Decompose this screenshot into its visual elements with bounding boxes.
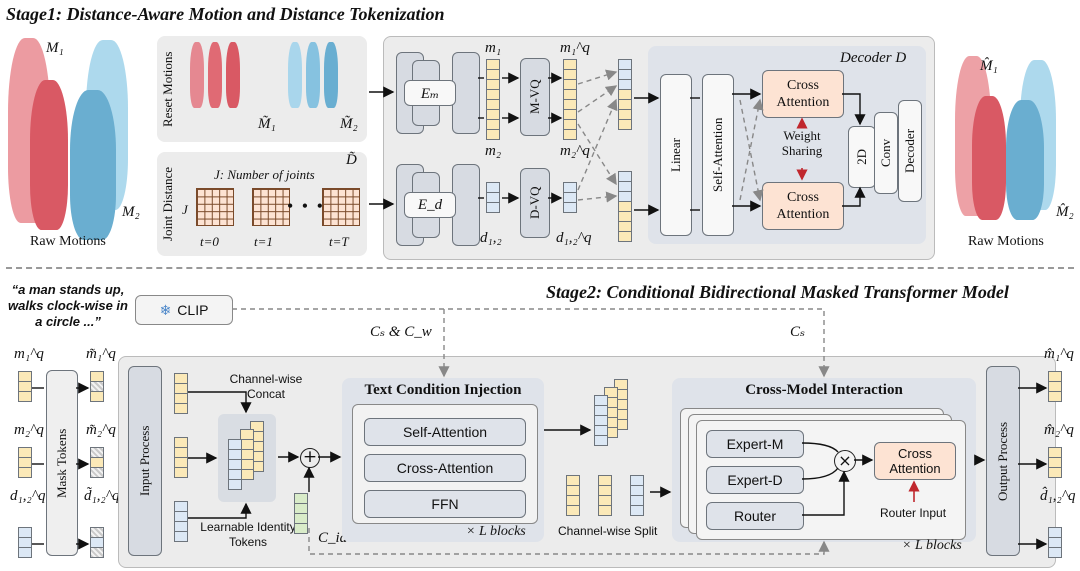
ip-m1-tokens	[174, 373, 188, 414]
m1-token-label: m₁	[485, 40, 502, 56]
combined-tokens-bottom	[618, 171, 632, 242]
d12q-tilde-label: d̃₁,₂^q	[84, 488, 120, 504]
m2-tilde-label: M̃₂	[340, 116, 358, 132]
stage2-title: Stage2: Conditional Bidirectional Masked…	[546, 282, 1009, 302]
m1-tilde-label: M̃₁	[258, 116, 276, 132]
tci-title: Text Condition Injection	[364, 382, 522, 398]
encoder-d: E_d	[404, 192, 456, 218]
m2q-hat-tokens	[1048, 447, 1062, 478]
m1q-tilde-label: m̃₁^q	[86, 346, 116, 362]
s2-m1q-tokens	[18, 371, 32, 402]
expert-d-block: Expert-D	[706, 466, 804, 494]
m2q-tokens	[563, 99, 577, 140]
s2-m1q-label: m₁^q	[14, 346, 44, 362]
weight-sharing-label: Weight Sharing	[781, 128, 823, 158]
cmi-cross-attention: Cross Attention	[874, 442, 956, 480]
split-m2-tokens	[598, 475, 612, 516]
encoder-m-layer-front	[452, 52, 480, 134]
ip-d-tokens	[174, 501, 188, 542]
snowflake-icon: ❄	[159, 301, 172, 318]
distance-grid	[252, 188, 290, 226]
twod-block: 2D	[848, 126, 876, 188]
m1q-hat-label: m̂₁^q	[1044, 346, 1074, 362]
num-joints-label: J: Number of joints	[214, 167, 315, 182]
m2q-tilde-tokens	[90, 447, 104, 478]
d12q-hat-label: d̂₁,₂^q	[1040, 488, 1076, 504]
t1-label: t=1	[254, 234, 273, 249]
d12-tokens	[486, 182, 500, 213]
s2-m2q-label: m₂^q	[14, 422, 44, 438]
concat-front-tokens	[228, 439, 242, 490]
mid-front-tokens	[594, 395, 608, 446]
clip-encoder: ❄ CLIP	[135, 295, 233, 325]
tci-cross-attention: Cross-Attention	[364, 454, 526, 482]
identity-tokens	[294, 493, 308, 534]
d12q-tokens	[563, 182, 577, 213]
mid-back-tokens	[614, 379, 628, 430]
m2-label: M₂	[122, 204, 140, 220]
clip-label: CLIP	[177, 302, 209, 318]
split-m1-tokens	[566, 475, 580, 516]
m2q-tilde-label: m̃₂^q	[86, 422, 116, 438]
s2-m2q-tokens	[18, 447, 32, 478]
cross-attention-bottom: Cross Attention	[762, 182, 844, 230]
t0-label: t=0	[200, 234, 219, 249]
split-d-tokens	[630, 475, 644, 516]
s2-d12q-tokens	[18, 527, 32, 558]
decoder-title: Decoder D	[840, 50, 907, 66]
tT-label: t=T	[329, 234, 349, 249]
m2-token-label: m₂	[485, 143, 502, 159]
m2q-hat-label: m̂₂^q	[1044, 422, 1074, 438]
encoder-m: Eₘ	[404, 80, 456, 106]
text-prompt: “a man stands up, walks clock-wise in a …	[8, 282, 128, 329]
d12q-label: d₁,₂^q	[556, 230, 592, 246]
m2-tokens	[486, 99, 500, 140]
ip-m2-tokens	[174, 437, 188, 478]
tci-ffn: FFN	[364, 490, 526, 518]
cond-left-label: Cₛ & C_w	[370, 324, 432, 340]
mid-mid-tokens	[604, 387, 618, 438]
combined-tokens-top	[618, 59, 632, 130]
d-tilde-label: D̃	[346, 152, 357, 168]
m2q-label: m₂^q	[560, 143, 590, 159]
distance-grid	[322, 188, 360, 226]
m2-hat-label: M̂₂	[1056, 204, 1074, 220]
m1-hat-label: M̂₁	[980, 58, 998, 74]
cmi-blocks-label: × L blocks	[902, 538, 962, 553]
channel-split-label: Channel-wise Split	[558, 524, 658, 538]
m1-label: M₁	[46, 40, 64, 56]
m1q-label: m₁^q	[560, 40, 590, 56]
cmi-title: Cross-Model Interaction	[745, 382, 903, 398]
j-label: J	[182, 202, 188, 217]
learnable-identity-label: Learnable Identity Tokens	[200, 520, 296, 549]
d12q-tilde-tokens	[90, 527, 104, 558]
tci-blocks-label: × L blocks	[466, 524, 526, 539]
raw-motions-right-label: Raw Motions	[968, 234, 1044, 249]
concat-mid-tokens	[240, 429, 254, 480]
s2-d12q-label: d₁,₂^q	[10, 488, 46, 504]
tci-self-attention: Self-Attention	[364, 418, 526, 446]
channel-concat-label: Channel-wise Concat	[229, 372, 303, 401]
distance-grid	[196, 188, 234, 226]
cid-label: C_id	[318, 530, 348, 546]
encoder-d-layer-front	[452, 164, 480, 246]
stage-divider	[6, 267, 1074, 269]
cond-right-label: Cₛ	[790, 324, 806, 340]
router-input-label: Router Input	[880, 506, 947, 520]
m1q-tilde-tokens	[90, 371, 104, 402]
m1q-hat-tokens	[1048, 371, 1062, 402]
d12q-hat-tokens	[1048, 527, 1062, 558]
raw-motions-left-label: Raw Motions	[30, 234, 106, 249]
stage1-title: Stage1: Distance-Aware Motion and Distan…	[6, 4, 445, 24]
d12-token-label: d₁,₂	[480, 230, 502, 246]
router-block: Router	[706, 502, 804, 530]
ellipsis-dots: • • •	[287, 196, 325, 216]
expert-m-block: Expert-M	[706, 430, 804, 458]
